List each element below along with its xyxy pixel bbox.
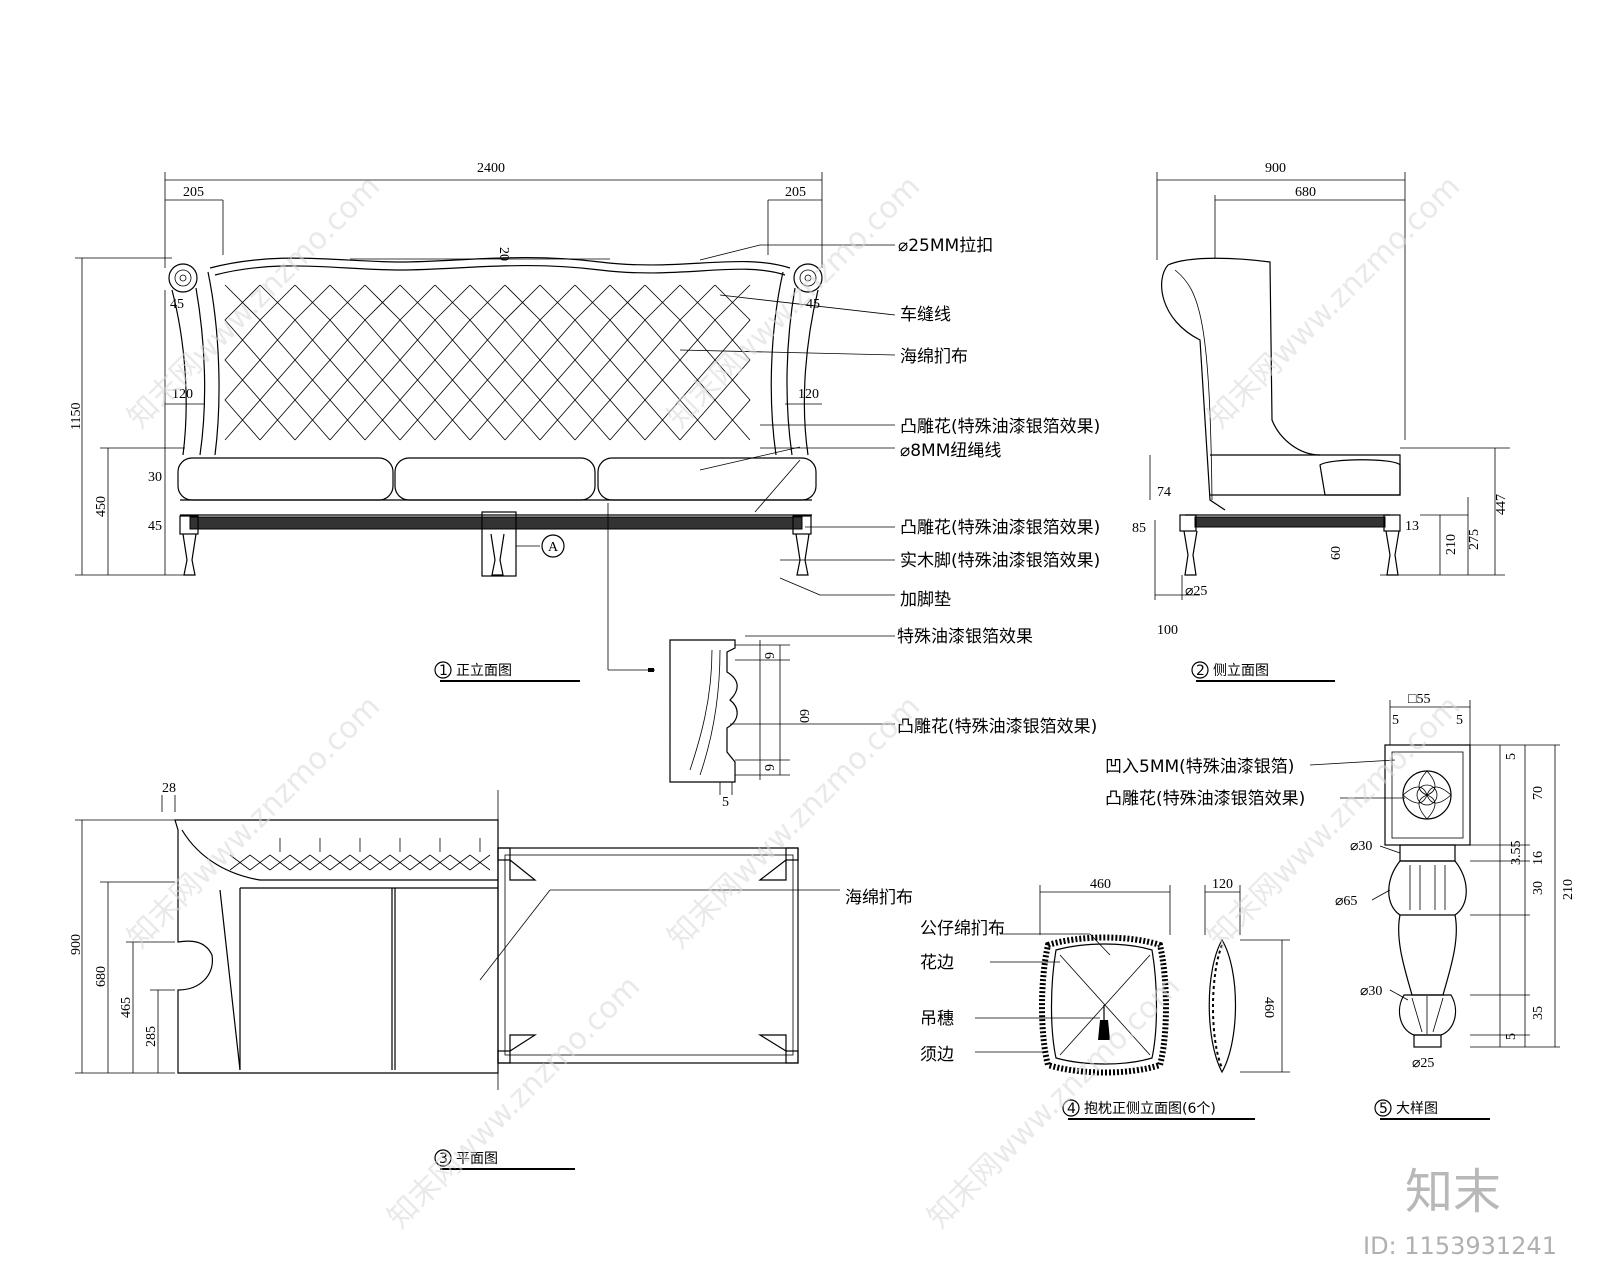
dim-side-85: 85 (1132, 521, 1146, 536)
label-lace-edge: 花边 (920, 953, 954, 973)
dim-plan-680: 680 (94, 966, 109, 987)
tufted-pattern (224, 284, 751, 441)
dim-detail-6b: 6 (761, 764, 776, 771)
label-silver-foil: 特殊油漆银箔效果 (897, 627, 1033, 647)
label-foot-pad: 加脚垫 (900, 590, 951, 610)
dim-leg-r5: 5 (1504, 753, 1519, 760)
dim-pillow-460h: 460 (1261, 997, 1276, 1018)
pillow-view: 460 120 460 公仔绵扪布 花边 吊穗 须边 4 抱枕正侧立面图(6个) (920, 877, 1290, 1120)
front-elevation: 2400 205 205 20 1150 450 45 45 120 120 3… (69, 161, 896, 682)
dim-leg-55: □55 (1408, 692, 1430, 707)
dim-detail-60: 60 (796, 709, 811, 723)
title-pillow-no: 4 (1067, 1101, 1076, 1117)
dim-plan-465: 465 (119, 997, 134, 1018)
dim-leg-5a: 5 (1392, 713, 1399, 728)
dim-leg-r355: 3.55 (1509, 841, 1524, 866)
dim-pillow-120: 120 (1212, 877, 1233, 892)
dim-leg-r210: 210 (1561, 879, 1576, 900)
dim-side-100: 100 (1157, 623, 1178, 638)
title-plan-no: 3 (439, 1151, 448, 1167)
dim-front-arm-left: 205 (183, 185, 204, 200)
label-doll-cotton: 公仔绵扪布 (920, 919, 1005, 939)
dim-front-total: 2400 (477, 161, 505, 176)
watermark-text-2: 知末网www.znzmo.com (661, 169, 927, 435)
dim-side-447: 447 (1494, 494, 1509, 515)
dim-leg-r5b: 5 (1504, 1033, 1519, 1040)
dim-leg-d65: ⌀65 (1335, 894, 1357, 909)
dim-front-120-right: 120 (798, 387, 819, 402)
label-relief-carving-2: 凸雕花(特殊油漆银箔效果) (900, 518, 1100, 538)
label-relief-carving-3: 凸雕花(特殊油漆银箔效果) (897, 717, 1097, 737)
watermark-id: ID: 1153931241 (1363, 1232, 1557, 1260)
section-marker-a: A (548, 540, 559, 555)
dim-side-d25: ⌀25 (1185, 584, 1207, 599)
title-front-no: 1 (439, 663, 448, 679)
dim-pillow-460w: 460 (1090, 877, 1111, 892)
dim-leg-r30: 30 (1531, 881, 1546, 895)
detail-a-profile: 6 60 6 5 特殊油漆银箔效果 凸雕花(特殊油漆银箔效果) (669, 627, 1097, 810)
watermark-text-3: 知末网www.znzmo.com (1201, 169, 1467, 435)
dim-front-45-left: 45 (170, 297, 184, 312)
dim-side-total: 900 (1265, 161, 1286, 176)
watermark-layer: 知末网www.znzmo.com 知末网www.znzmo.com 知末网www… (121, 169, 1557, 1260)
watermark-text-4: 知末网www.znzmo.com (121, 689, 387, 955)
label-sponge-fabric: 海绵扪布 (900, 347, 968, 367)
dim-plan-285: 285 (144, 1026, 159, 1047)
label-relief-carving-1: 凸雕花(特殊油漆银箔效果) (900, 417, 1100, 437)
dim-leg-r16: 16 (1531, 851, 1546, 865)
label-recess-5mm: 凹入5MM(特殊油漆银箔) (1105, 757, 1294, 777)
title-side-elevation: 侧立面图 (1213, 663, 1269, 679)
title-plan-view: 平面图 (456, 1151, 498, 1167)
dim-front-120-left: 120 (172, 387, 193, 402)
plan-tufting (229, 838, 491, 871)
title-detail-no: 5 (1379, 1101, 1388, 1117)
title-side-no: 2 (1196, 663, 1205, 679)
leg-detail: □55 5 5 5 70 3.55 16 30 210 (1105, 692, 1576, 1120)
dim-front-arm-right: 205 (785, 185, 806, 200)
label-fringe-edge: 须边 (920, 1045, 954, 1065)
title-detail-view: 大样图 (1396, 1101, 1438, 1117)
label-wood-leg: 实木脚(特殊油漆银箔效果) (900, 551, 1100, 571)
dim-front-30: 30 (148, 470, 162, 485)
dim-leg-r35: 35 (1531, 1006, 1546, 1020)
dim-plan-28: 28 (162, 781, 176, 796)
dim-side-back: 680 (1295, 185, 1316, 200)
dim-front-45-base: 45 (148, 519, 162, 534)
dim-front-height: 1150 (69, 403, 84, 430)
dim-leg-d30a: ⌀30 (1350, 839, 1372, 854)
dim-leg-r70: 70 (1531, 786, 1546, 800)
dim-side-13: 13 (1405, 519, 1419, 534)
watermark-logo: 知末 (1405, 1164, 1501, 1220)
label-tassel: 吊穗 (920, 1009, 954, 1029)
dim-detail-5: 5 (722, 795, 729, 810)
dim-plan-900: 900 (69, 934, 84, 955)
dim-front-45-right: 45 (806, 297, 820, 312)
front-labels: ⌀25MM拉扣 车缝线 海绵扪布 凸雕花(特殊油漆银箔效果) ⌀8MM纽绳线 凸… (898, 236, 1100, 610)
title-pillow-view: 抱枕正侧立面图(6个) (1084, 1101, 1216, 1117)
dim-side-275: 275 (1467, 529, 1482, 550)
dim-leg-5b: 5 (1456, 713, 1463, 728)
label-pull-button: ⌀25MM拉扣 (898, 236, 993, 256)
dim-front-seat-height: 450 (94, 496, 109, 517)
dim-side-210: 210 (1444, 534, 1459, 555)
label-stitch-line: 车缝线 (900, 305, 951, 325)
label-sponge-fabric-plan: 海绵扪布 (845, 888, 913, 908)
title-front-elevation: 正立面图 (456, 663, 512, 679)
label-cord-line: ⌀8MM纽绳线 (900, 441, 1001, 461)
watermark-text-7: 知末网www.znzmo.com (381, 969, 647, 1235)
dim-side-74: 74 (1157, 485, 1171, 500)
dim-leg-d25: ⌀25 (1412, 1056, 1434, 1071)
dim-side-60: 60 (1329, 546, 1344, 560)
side-elevation: 900 680 447 275 210 13 60 74 85 ⌀25 100 (1132, 161, 1510, 682)
dim-leg-d30b: ⌀30 (1360, 984, 1382, 999)
dim-detail-6a: 6 (761, 652, 776, 659)
plan-view: 28 900 680 465 285 (69, 781, 913, 1170)
label-relief-carving-4: 凸雕花(特殊油漆银箔效果) (1105, 789, 1305, 809)
watermark-text-5: 知末网www.znzmo.com (661, 689, 927, 955)
